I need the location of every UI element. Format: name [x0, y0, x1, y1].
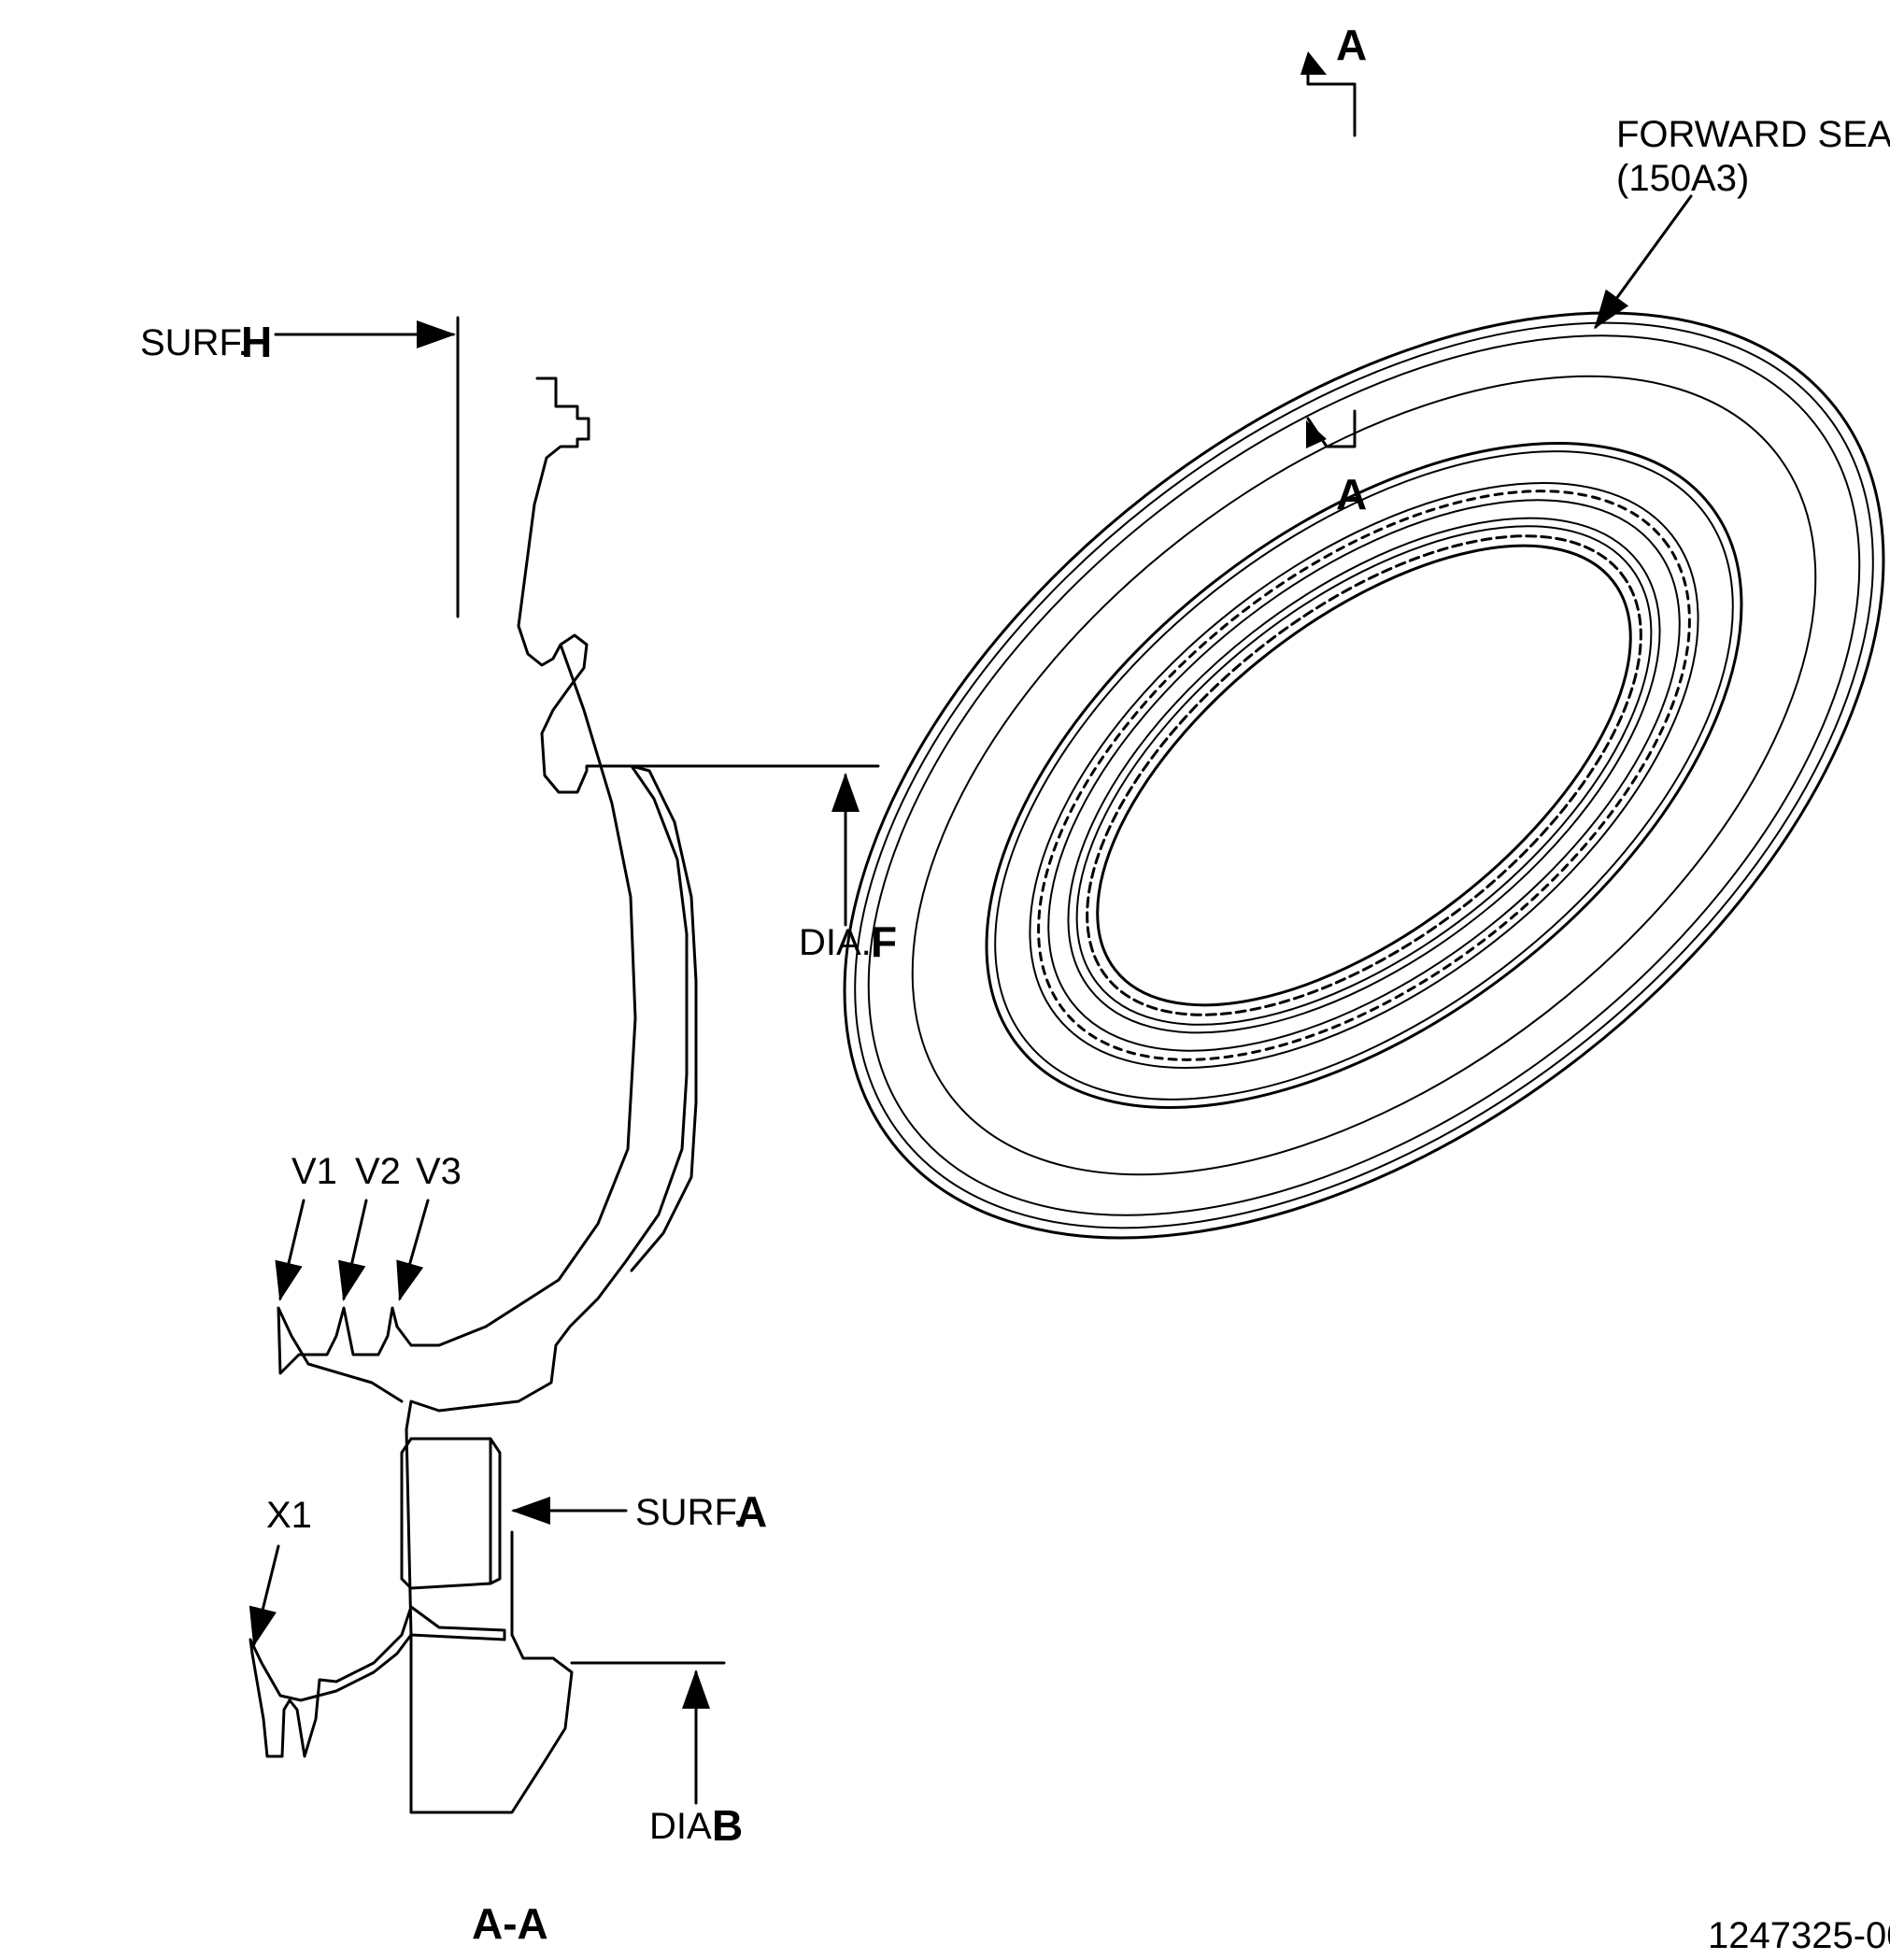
ring-inner [400, 1437, 502, 1590]
v1-label: V1 [291, 1151, 337, 1192]
section-marker-bottom: A [1336, 470, 1367, 518]
surf-a-letter: A [736, 1487, 767, 1536]
v3-label: V3 [416, 1151, 462, 1192]
inner-rim [985, 442, 1743, 1109]
section-marker-top: A [1336, 21, 1367, 69]
seal-ring [843, 311, 1885, 1240]
section-profile [249, 376, 689, 1758]
v2-leader [338, 1199, 368, 1301]
x1-leader [249, 1544, 280, 1647]
hub-block [409, 1633, 574, 1814]
v3-leader [396, 1199, 430, 1301]
section-marker-bottom-arrow [1306, 420, 1327, 448]
surf-h-letter: H [241, 318, 272, 366]
section-marker-top-arrow [1300, 51, 1327, 75]
part-leader [1594, 194, 1693, 330]
tooth-ring [1086, 534, 1642, 1016]
isometric-view: A A FORWARD SEAL (150A3) [843, 21, 1890, 1240]
v2-label: V2 [355, 1151, 401, 1192]
v1-leader [275, 1199, 306, 1301]
section-title: A-A [472, 1899, 548, 1948]
dia-f-prefix: DIA. [799, 922, 872, 963]
bore [1096, 544, 1632, 1007]
figure-id: 1247325-00-A [1708, 1915, 1890, 1956]
surf-a-prefix: SURF. [635, 1492, 744, 1533]
section-marker-top-line [1306, 64, 1357, 137]
section-view: SURF. H DIA. F SURF. A DIA B V1 V2 V3 X1… [140, 316, 897, 1948]
part-name: FORWARD SEAL [1616, 114, 1890, 155]
web-inner [277, 643, 637, 1403]
x1-label: X1 [266, 1495, 312, 1536]
outer-rim [843, 311, 1885, 1240]
part-number: (150A3) [1616, 158, 1749, 199]
surf-h-prefix: SURF. [140, 322, 249, 363]
dia-b-letter: B [712, 1801, 743, 1850]
dia-b-prefix: DIA [649, 1806, 712, 1847]
web-outer [630, 764, 698, 1272]
hole-ring [1037, 490, 1691, 1061]
